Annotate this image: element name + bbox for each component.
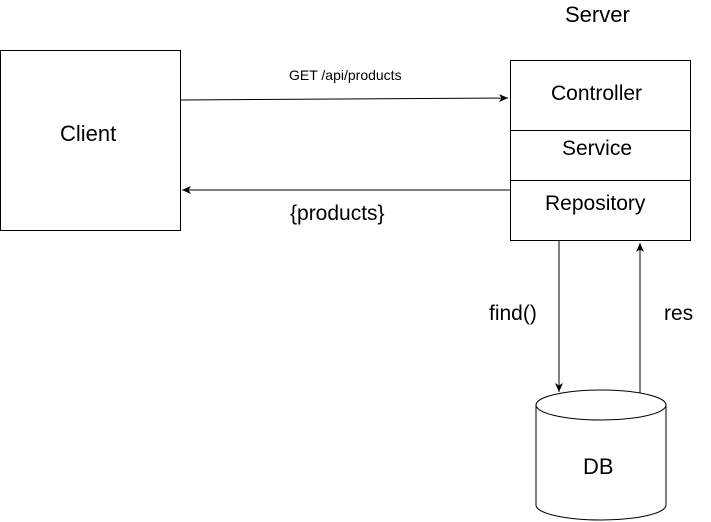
result-label: res [664, 302, 694, 325]
client-box [0, 50, 181, 231]
request-arrow [180, 94, 509, 103]
controller-box [510, 60, 691, 131]
response-label: {products} [290, 202, 385, 225]
server-label: Server [565, 2, 630, 27]
service-box [510, 130, 691, 181]
controller-label: Controller [551, 82, 643, 105]
database-label: DB [583, 454, 614, 479]
query-label: find() [489, 302, 537, 325]
service-label: Service [562, 137, 633, 160]
repository-label: Repository [545, 192, 646, 215]
request-label: GET /api/products [289, 67, 402, 83]
repository-box [510, 180, 691, 241]
database-cylinder [535, 389, 667, 521]
client-label: Client [60, 121, 117, 146]
